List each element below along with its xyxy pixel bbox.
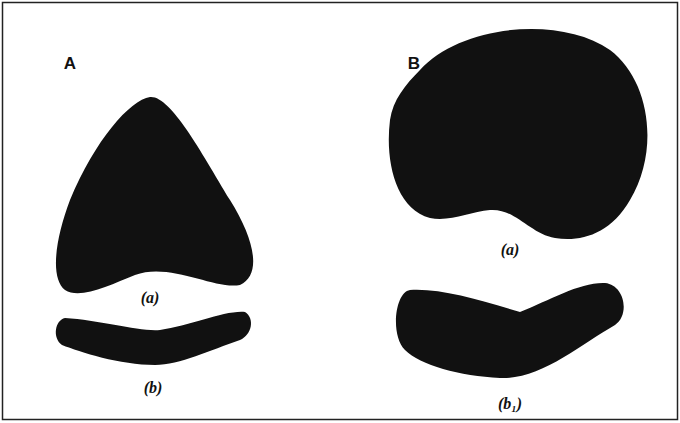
part-label: (a)	[141, 290, 160, 306]
shape-b-upper	[389, 29, 648, 239]
shape-b-lower	[396, 283, 624, 378]
panel-letter: A	[64, 55, 76, 72]
frame-border	[3, 3, 678, 420]
part-label: (b)	[144, 380, 163, 396]
shape-a-upper	[56, 97, 253, 293]
panel-letter: B	[408, 55, 420, 72]
part-label: (b₁)	[498, 396, 522, 412]
shape-a-lower	[56, 312, 251, 365]
part-label: (a)	[501, 242, 520, 258]
